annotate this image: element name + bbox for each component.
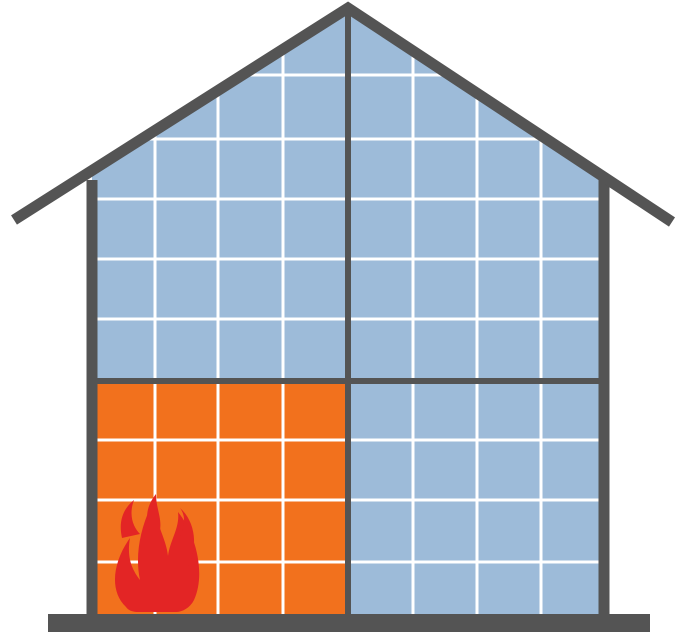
ground-base [48, 614, 650, 632]
room-upper-left [92, 10, 348, 381]
